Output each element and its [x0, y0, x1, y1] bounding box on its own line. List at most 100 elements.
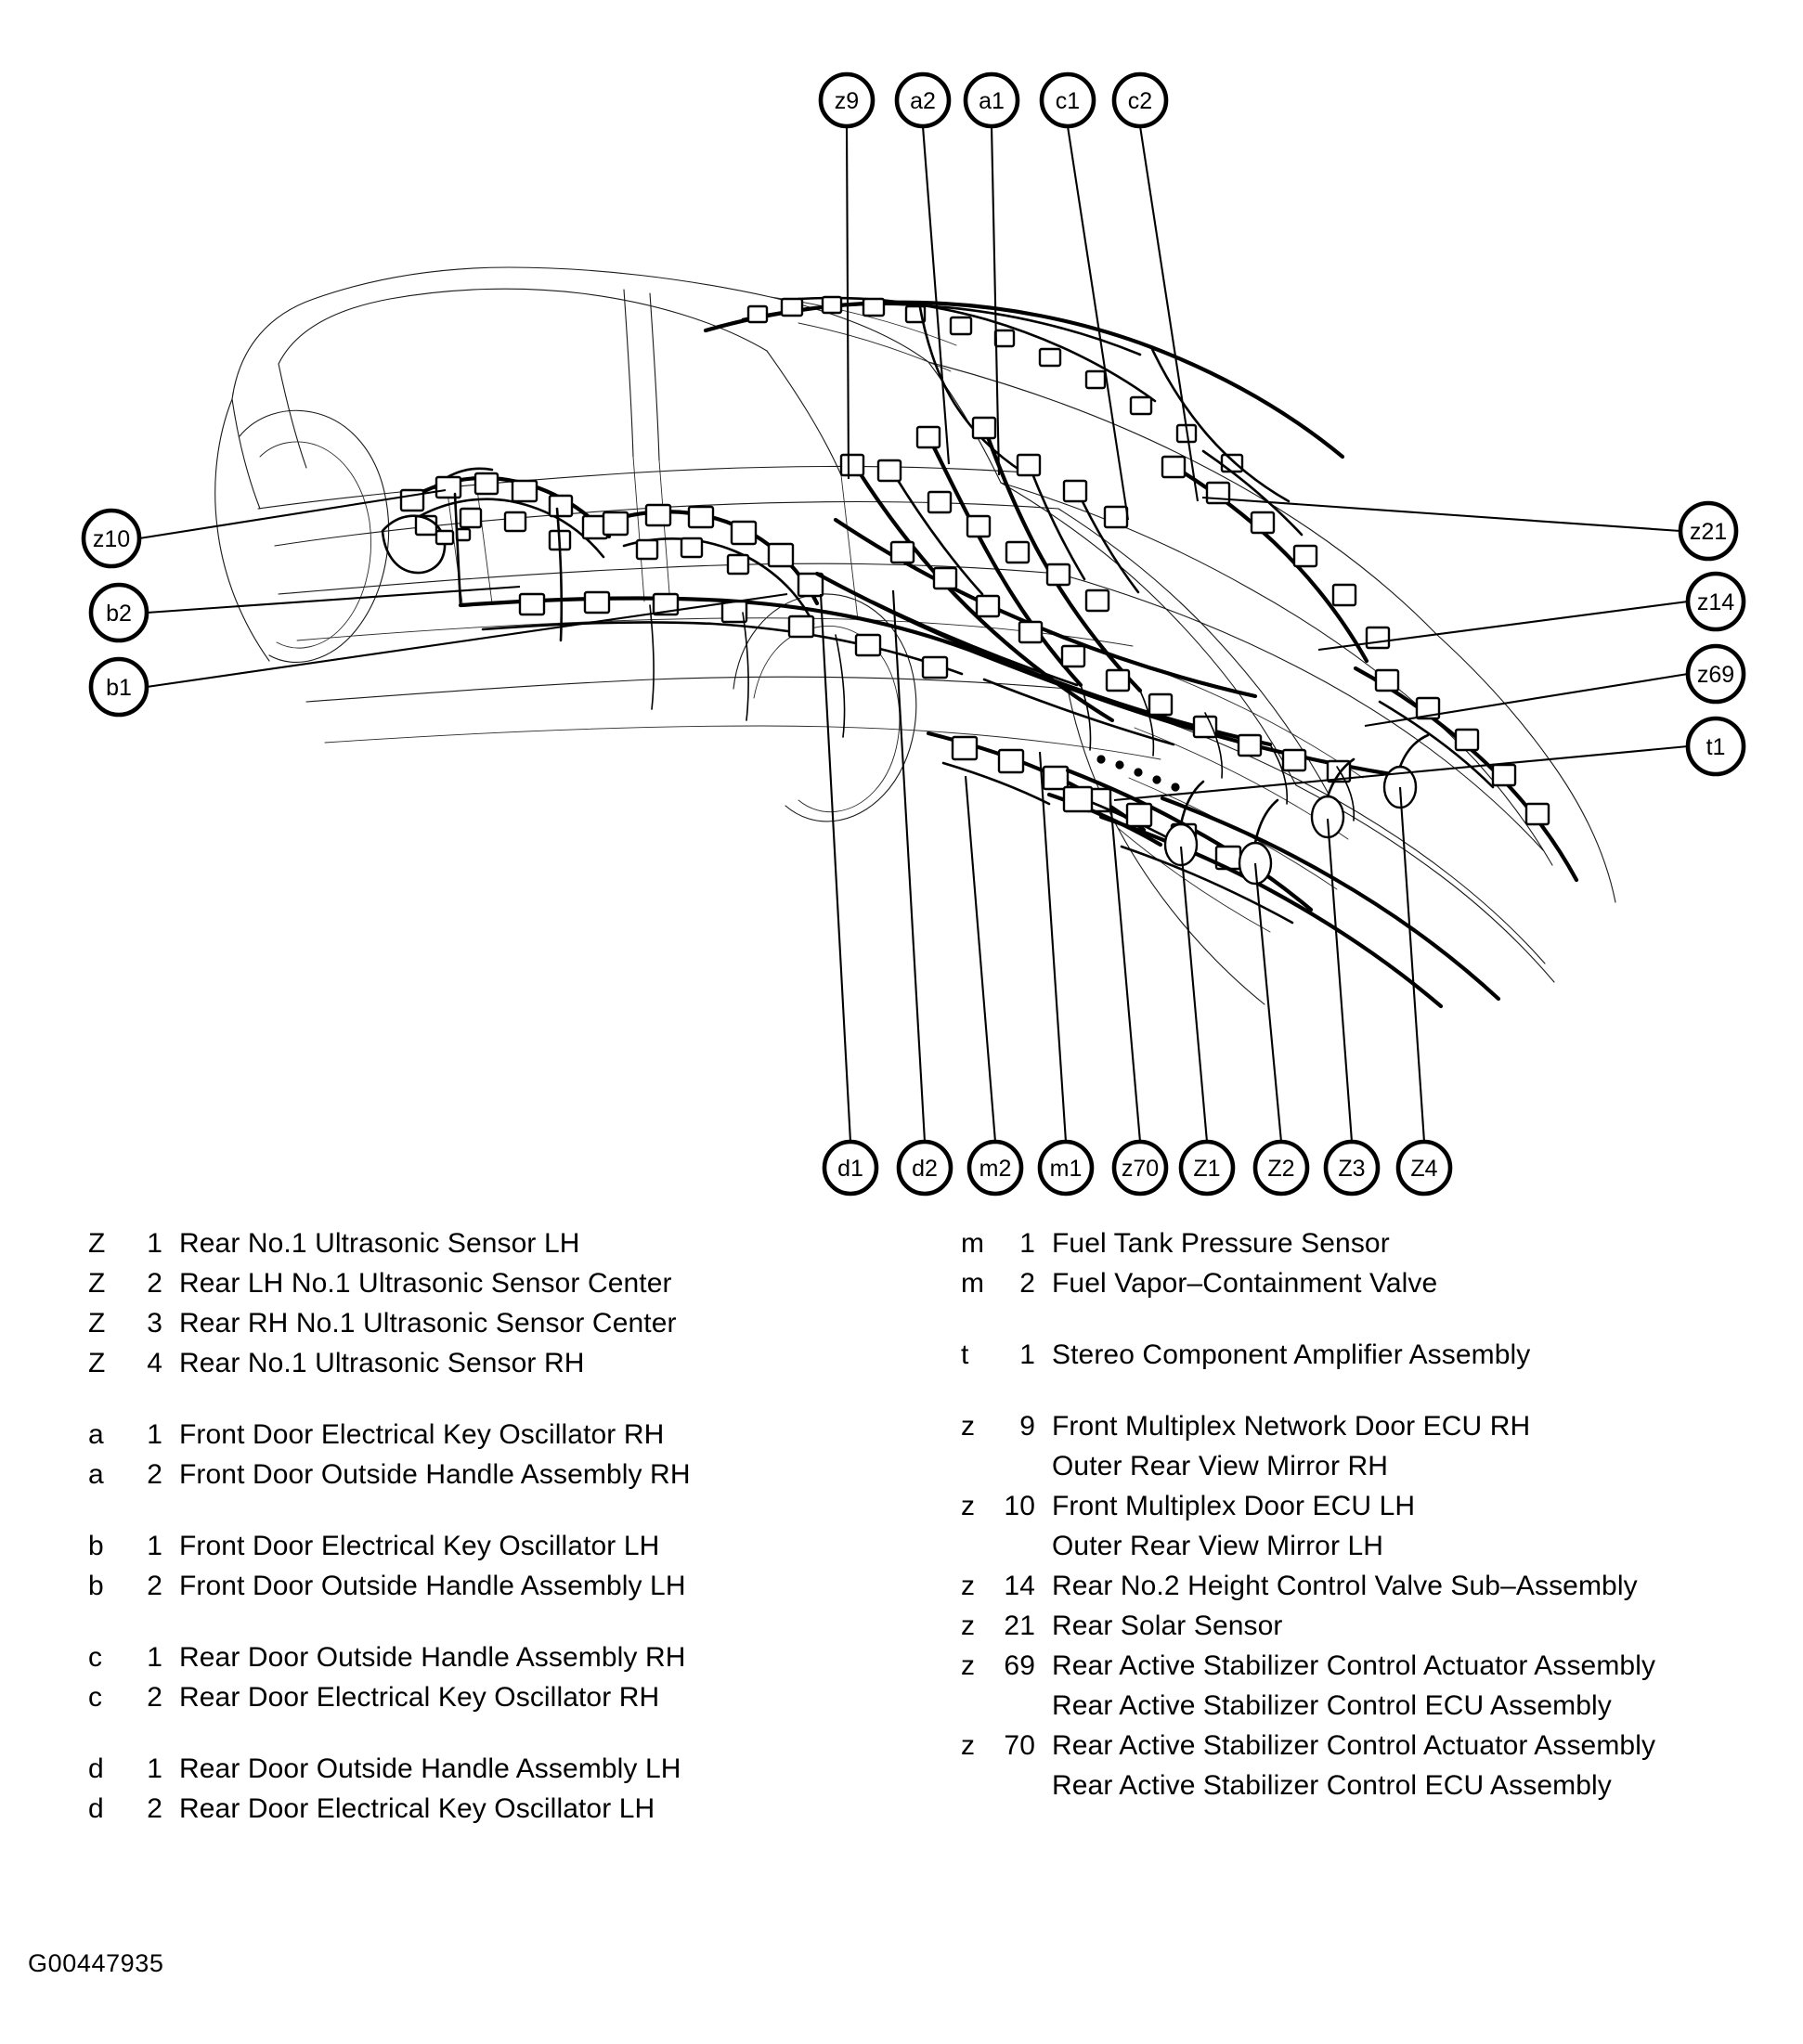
callout-circle[interactable] — [963, 71, 1020, 129]
legend-item-description: Rear Active Stabilizer Control ECU Assem… — [1052, 1770, 1612, 1801]
legend-item-description: Rear No.2 Height Control Valve Sub–Assem… — [1052, 1571, 1638, 1601]
callout-d2[interactable]: d2 — [896, 1139, 953, 1197]
callout-z21[interactable]: z21 — [1678, 500, 1739, 562]
callout-circle[interactable] — [1685, 643, 1746, 705]
legend-item-number: 4 — [147, 1348, 162, 1378]
callout-circle[interactable] — [1252, 1139, 1310, 1197]
legend-item-description: Rear No.1 Ultrasonic Sensor RH — [179, 1348, 585, 1378]
callout-z14[interactable]: z14 — [1685, 571, 1746, 632]
callout-label: b1 — [106, 675, 132, 701]
legend-item-letter: d — [88, 1793, 104, 1824]
callout-Z1[interactable]: Z1 — [1178, 1139, 1236, 1197]
callout-Z3[interactable]: Z3 — [1323, 1139, 1381, 1197]
callout-circle[interactable] — [1037, 1139, 1095, 1197]
callout-circle[interactable] — [88, 656, 149, 718]
callout-label: Z2 — [1267, 1156, 1294, 1182]
legend-item-letter: z — [961, 1650, 976, 1681]
callout-Z4[interactable]: Z4 — [1395, 1139, 1453, 1197]
legend-item-number: 1 — [1019, 1339, 1035, 1370]
callout-circle[interactable] — [822, 1139, 879, 1197]
legend-item-number: 1 — [1019, 1228, 1035, 1259]
legend-item-letter: Z — [88, 1268, 106, 1299]
legend-item-letter: m — [961, 1228, 985, 1259]
callout-b2[interactable]: b2 — [88, 582, 149, 643]
callout-circle[interactable] — [1395, 1139, 1453, 1197]
callout-z10[interactable]: z10 — [81, 508, 142, 569]
callout-circle[interactable] — [896, 1139, 953, 1197]
callout-a1[interactable]: a1 — [963, 71, 1020, 129]
callout-circle[interactable] — [1111, 71, 1169, 129]
callout-circle[interactable] — [81, 508, 142, 569]
legend-item-description: Front Door Electrical Key Oscillator RH — [179, 1419, 665, 1450]
callout-circle[interactable] — [1685, 716, 1746, 777]
callout-circle[interactable] — [894, 71, 952, 129]
callout-circle[interactable] — [1685, 571, 1746, 632]
callout-circle[interactable] — [1039, 71, 1096, 129]
callout-circle[interactable] — [966, 1139, 1024, 1197]
callout-circle[interactable] — [88, 582, 149, 643]
legend-item-letter: z — [961, 1571, 976, 1601]
legend-item-number: 14 — [1004, 1571, 1035, 1601]
callout-m1[interactable]: m1 — [1037, 1139, 1095, 1197]
callout-circle[interactable] — [818, 71, 876, 129]
callout-label: d1 — [837, 1156, 863, 1182]
callout-z9[interactable]: z9 — [818, 71, 876, 129]
legend-item-number: 2 — [147, 1268, 162, 1299]
legend-item-description: Front Door Outside Handle Assembly RH — [179, 1459, 691, 1490]
callout-Z2[interactable]: Z2 — [1252, 1139, 1310, 1197]
legend-item: z 14 Rear No.2 Height Control Valve Sub–As… — [961, 1566, 1759, 1606]
legend-item: z9Outer Rear View Mirror RH — [961, 1446, 1759, 1486]
legend-item-letter: a — [88, 1419, 104, 1450]
callout-label: m2 — [979, 1156, 1012, 1182]
legend-item-description: Rear Door Electrical Key Oscillator LH — [179, 1793, 655, 1824]
callout-z70[interactable]: z70 — [1111, 1139, 1169, 1197]
legend-item-description: Front Multiplex Door ECU LH — [1052, 1491, 1416, 1521]
callout-circle[interactable] — [1678, 500, 1739, 562]
callout-label: z69 — [1697, 662, 1734, 688]
legend-item-description: Rear Active Stabilizer Control ECU Assem… — [1052, 1690, 1612, 1721]
legend-item-number: 2 — [147, 1793, 162, 1824]
callout-circle[interactable] — [1111, 1139, 1169, 1197]
legend-item-letter: c — [88, 1642, 103, 1673]
callout-z69[interactable]: z69 — [1685, 643, 1746, 705]
legend-item-number: 1 — [147, 1753, 162, 1784]
callout-label: Z1 — [1193, 1156, 1220, 1182]
callout-label: Z4 — [1410, 1156, 1437, 1182]
legend-item-number: 1 — [147, 1228, 162, 1259]
legend-item-number: 2 — [1019, 1268, 1035, 1299]
callout-b1[interactable]: b1 — [88, 656, 149, 718]
callout-label: z21 — [1690, 519, 1727, 545]
legend-item-description: Outer Rear View Mirror LH — [1052, 1531, 1384, 1561]
legend-item-number: 70 — [1004, 1730, 1035, 1761]
callout-circle[interactable] — [1178, 1139, 1236, 1197]
wiring-harness-figure: z9 a2 a1 c1 c2 z10 b2 b1 — [81, 71, 1746, 1197]
callout-label: b2 — [106, 601, 132, 627]
callout-d1[interactable]: d1 — [822, 1139, 879, 1197]
legend-item-description: Rear RH No.1 Ultrasonic Sensor Center — [179, 1308, 677, 1339]
legend-item-description: Rear LH No.1 Ultrasonic Sensor Center — [179, 1268, 672, 1299]
callout-label: t1 — [1706, 734, 1726, 760]
callout-m2[interactable]: m2 — [966, 1139, 1024, 1197]
callout-c2[interactable]: c2 — [1111, 71, 1169, 129]
callout-circle[interactable] — [1323, 1139, 1381, 1197]
callout-t1[interactable]: t1 — [1685, 716, 1746, 777]
legend-item: z10Outer Rear View Mirror LH — [961, 1526, 1759, 1566]
callout-a2[interactable]: a2 — [894, 71, 952, 129]
legend-item-description: Rear Door Electrical Key Oscillator RH — [179, 1682, 660, 1713]
legend-item-description: Rear Active Stabilizer Control Actuator … — [1052, 1650, 1656, 1681]
callout-c1[interactable]: c1 — [1039, 71, 1096, 129]
callout-label: c2 — [1128, 88, 1152, 114]
